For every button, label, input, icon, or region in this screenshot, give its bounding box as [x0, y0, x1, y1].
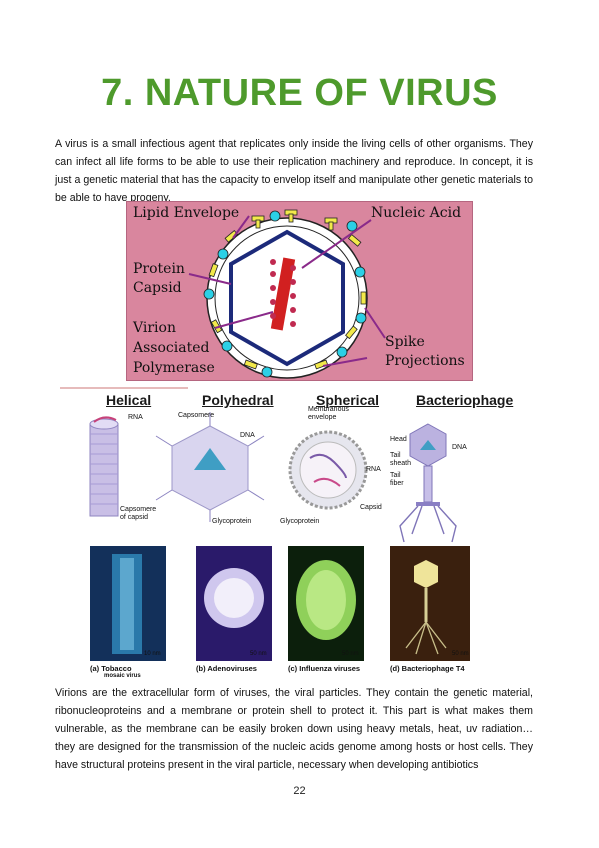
header-helical: Helical — [106, 392, 152, 408]
label-protein: Protein — [133, 261, 185, 277]
bacteriophage-illustration — [399, 423, 457, 543]
caption-c: (c) Influenza viruses — [288, 664, 361, 673]
scale-b: 50 nm — [250, 651, 267, 657]
nucleic-acid-helix — [270, 257, 296, 331]
label-tail-fiber-2: fiber — [390, 480, 404, 487]
label-virion: Virion — [133, 320, 176, 336]
header-spherical: Spherical — [316, 392, 380, 408]
label-projections: Projections — [385, 353, 465, 369]
intro-paragraph: A virus is a small infectious agent that… — [55, 138, 533, 204]
scale-d: 50 nm — [452, 651, 469, 657]
label-rna: RNA — [128, 414, 143, 421]
label-lipid-envelope: Lipid Envelope — [133, 205, 240, 221]
polyhedral-virus-illustration — [155, 412, 265, 522]
caption-b: (b) Adenoviruses — [196, 664, 257, 673]
label-tail-fiber-1: Tail — [390, 472, 401, 479]
spherical-virus-illustration — [288, 430, 368, 510]
scale-a: 10 nm — [144, 651, 161, 657]
virus-morphology-figure: Helical Polyhedral Spherical Bacteriopha… — [60, 386, 520, 682]
label-associated: Associated — [133, 340, 210, 356]
label-capsid: Capsid — [133, 280, 182, 296]
pointer-lines — [188, 215, 386, 367]
label-polymerase: Polymerase — [133, 360, 215, 376]
label-spike: Spike — [385, 334, 425, 350]
label-capsid: Capsid — [360, 504, 382, 511]
virion-illustration — [188, 209, 386, 379]
label-tail-sheath-1: Tail — [390, 452, 401, 459]
inner-membrane — [214, 225, 360, 371]
label-dna-phage: DNA — [452, 444, 467, 451]
caption-d: (d) Bacteriophage T4 — [390, 664, 465, 673]
label-glycoprotein-spherical: Glycoprotein — [280, 518, 320, 525]
label-envelope: envelope — [308, 414, 337, 421]
spike-balls — [203, 210, 367, 378]
label-nucleic-acid: Nucleic Acid — [371, 205, 462, 221]
label-head: Head — [390, 436, 407, 443]
label-rna-spherical: RNA — [366, 466, 381, 473]
label-membranous: Membranous — [308, 406, 349, 413]
label-capsomere-of-capsid-1: Capsomere — [120, 506, 157, 513]
page-number: 22 — [293, 785, 306, 797]
caption-a-1: (a) Tobacco — [90, 664, 132, 673]
label-glycoprotein: Glycoprotein — [212, 518, 252, 525]
label-tail-sheath-2: sheath — [390, 460, 412, 467]
label-capsomere-of-capsid-2: of capsid — [120, 514, 149, 521]
helical-virus-illustration — [89, 416, 119, 517]
scale-c: 50 nm — [342, 651, 359, 657]
label-dna: DNA — [240, 432, 255, 439]
virion-diagram: Lipid Envelope Nucleic Acid Protein Caps… — [126, 201, 473, 381]
header-bacteriophage: Bacteriophage — [416, 392, 514, 408]
spike-projections — [208, 209, 367, 370]
morphology-illustrations — [60, 387, 470, 661]
page-title: 7. NATURE OF VIRUS — [101, 72, 498, 114]
caption-a-2: mosaic virus — [104, 673, 141, 679]
body-paragraph: Virions are the extracellular form of vi… — [55, 687, 533, 771]
label-capsomere: Capsomere — [178, 412, 215, 419]
header-polyhedral: Polyhedral — [202, 392, 274, 408]
